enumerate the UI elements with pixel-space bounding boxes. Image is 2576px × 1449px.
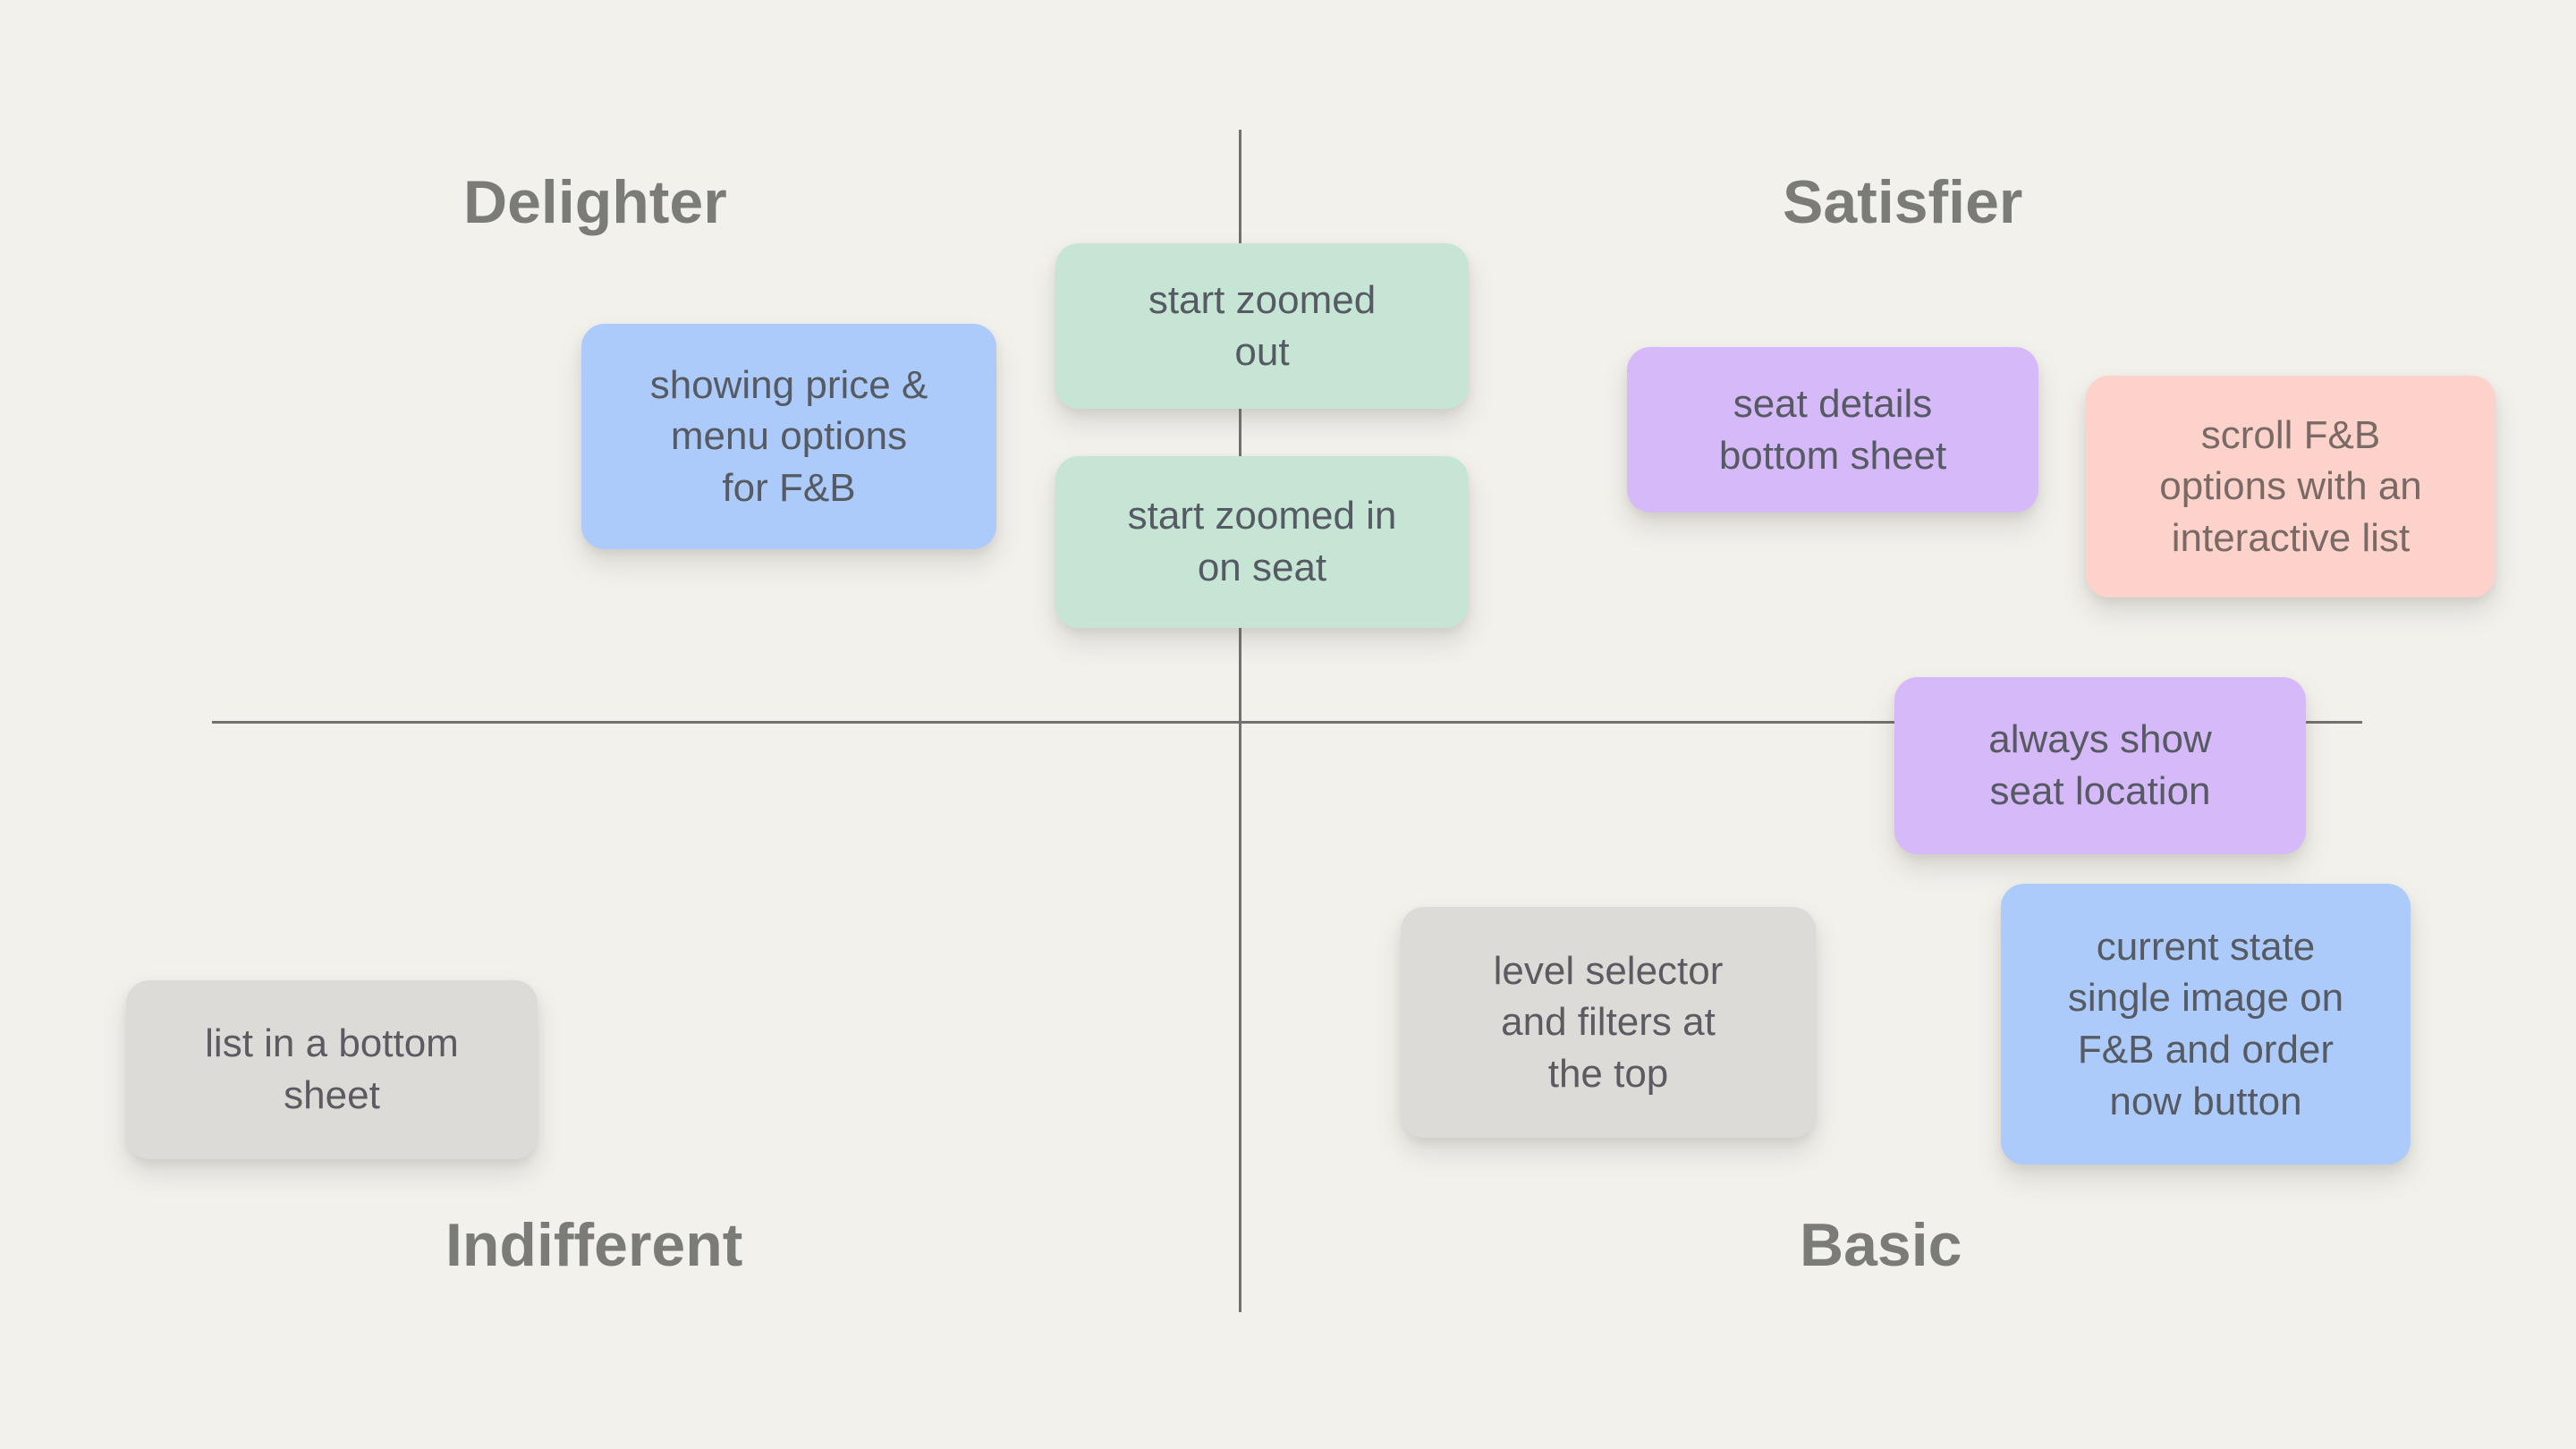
sticky-note-start-zoomed-out[interactable]: start zoomed out [1055, 243, 1469, 409]
quadrant-label-delighter: Delighter [463, 168, 727, 236]
sticky-note-label: showing price & menu options for F&B [649, 362, 928, 510]
sticky-note-scroll-fb-options[interactable]: scroll F&B options with an interactive l… [2086, 376, 2496, 597]
sticky-note-label: start zoomed out [1148, 277, 1377, 374]
sticky-note-level-selector-filters[interactable]: level selector and filters at the top [1401, 907, 1816, 1138]
sticky-note-label: always show seat location [1988, 717, 2212, 813]
sticky-note-label: scroll F&B options with an interactive l… [2159, 412, 2422, 560]
sticky-note-showing-price-menu-options[interactable]: showing price & menu options for F&B [581, 324, 996, 549]
horizontal-axis-line [212, 721, 2362, 724]
sticky-note-start-zoomed-in-on-seat[interactable]: start zoomed in on seat [1055, 456, 1469, 628]
sticky-note-current-state-single-image[interactable]: current state single image on F&B and or… [2001, 884, 2411, 1165]
sticky-note-label: start zoomed in on seat [1127, 494, 1397, 589]
sticky-note-label: seat details bottom sheet [1718, 381, 1947, 478]
quadrant-label-indifferent: Indifferent [445, 1211, 743, 1279]
sticky-note-label: level selector and filters at the top [1493, 948, 1724, 1096]
sticky-note-label: list in a bottom sheet [205, 1021, 459, 1117]
sticky-note-always-show-seat-location[interactable]: always show seat location [1894, 677, 2306, 854]
sticky-note-seat-details-bottom-sheet[interactable]: seat details bottom sheet [1627, 347, 2038, 513]
sticky-note-list-in-bottom-sheet[interactable]: list in a bottom sheet [126, 980, 538, 1159]
sticky-note-label: current state single image on F&B and or… [2067, 924, 2344, 1123]
quadrant-label-basic: Basic [1800, 1211, 1962, 1279]
quadrant-label-satisfier: Satisfier [1783, 168, 2023, 236]
